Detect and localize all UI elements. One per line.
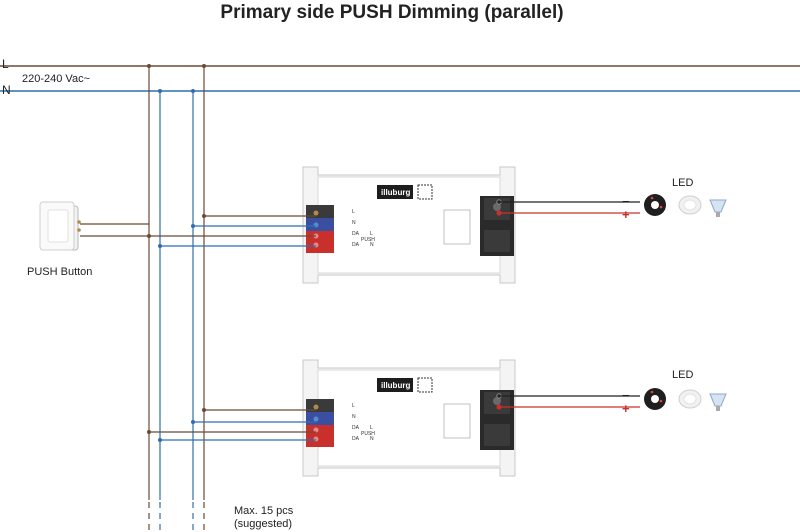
- led-icons-1: [644, 194, 727, 217]
- line-label: L: [2, 57, 9, 71]
- led-icons-2: [644, 388, 727, 411]
- push-l: L: [370, 425, 373, 431]
- term-l: L: [352, 209, 355, 215]
- spot-lamp-icon: [709, 393, 727, 407]
- term-l: L: [352, 403, 355, 409]
- led-label-2: LED: [672, 369, 693, 381]
- vertical-bus: [148, 66, 205, 532]
- driver-brand: illuburg: [381, 188, 410, 197]
- neutral-label: N: [2, 83, 11, 97]
- suggested-note: (suggested): [234, 518, 292, 530]
- driver-1: illuburg L N DA DA L PUSH N: [302, 166, 516, 284]
- driver-2: illuburg L N DA DA L PUSH N: [302, 359, 516, 477]
- minus-sign-1: −: [622, 194, 630, 209]
- push-l: L: [370, 231, 373, 237]
- push-button-label: PUSH Button: [27, 266, 92, 278]
- term-da-2: DA: [352, 242, 360, 248]
- push-n: N: [370, 242, 374, 248]
- term-da-1: DA: [352, 231, 360, 237]
- plus-sign-1: +: [622, 207, 630, 222]
- push-n: N: [370, 436, 374, 442]
- push-button-switch: [39, 201, 81, 251]
- push-text: PUSH: [361, 431, 375, 437]
- term-da-2: DA: [352, 436, 360, 442]
- push-text: PUSH: [361, 237, 375, 243]
- driver-1-input-wires: [149, 215, 316, 247]
- term-da-1: DA: [352, 425, 360, 431]
- plus-sign-2: +: [622, 401, 630, 416]
- minus-sign-2: −: [622, 388, 630, 403]
- junction-dots: [147, 64, 206, 442]
- spot-lamp-icon: [709, 199, 727, 213]
- max-pcs-note: Max. 15 pcs: [234, 505, 294, 517]
- diagram-title: Primary side PUSH Dimming (parallel): [220, 2, 563, 23]
- term-n: N: [352, 220, 356, 226]
- term-n: N: [352, 414, 356, 420]
- led-label-1: LED: [672, 177, 693, 189]
- driver-brand: illuburg: [381, 381, 410, 390]
- voltage-label: 220-240 Vac~: [22, 73, 90, 85]
- driver-2-input-wires: [149, 409, 316, 441]
